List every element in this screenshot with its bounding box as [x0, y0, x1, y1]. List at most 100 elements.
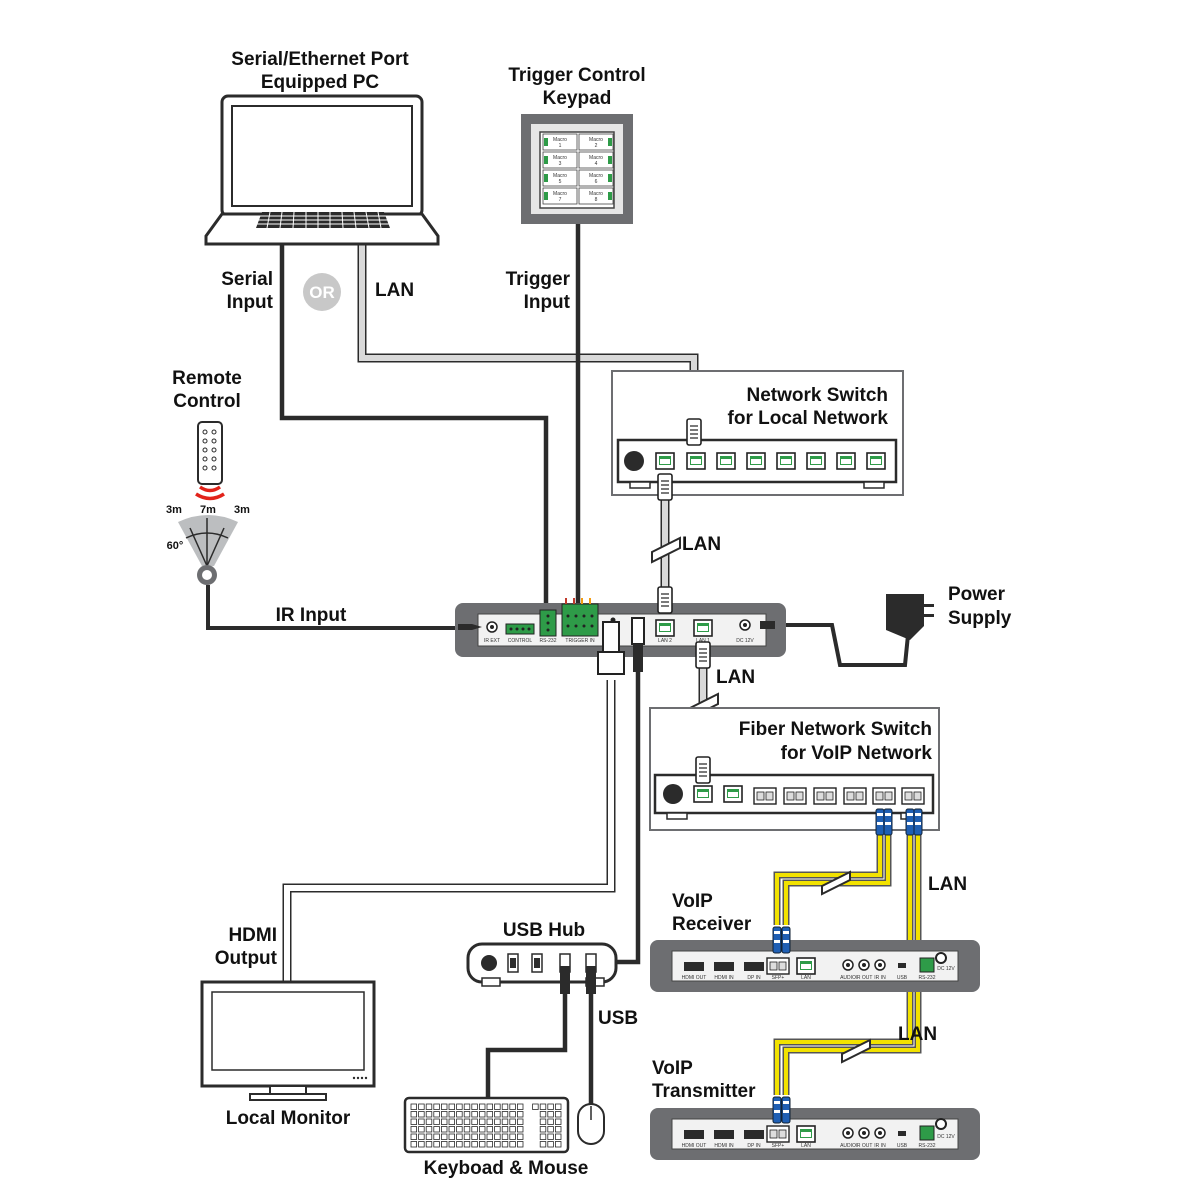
keyboard-key — [494, 1126, 501, 1133]
keyboard-key — [486, 1141, 493, 1148]
keyboard-key — [425, 1111, 433, 1118]
serial-input-label-2: Input — [227, 292, 274, 313]
keypad-button-label: Macro — [589, 137, 603, 143]
keyboard-key — [547, 1103, 554, 1110]
keyboard-key — [486, 1126, 493, 1133]
mouse-icon — [577, 1103, 605, 1145]
remote-label-line1: Remote — [172, 368, 242, 389]
keyboard-key — [456, 1118, 463, 1125]
local-switch-label-1: Network Switch — [747, 385, 888, 406]
remote-label-line2: Control — [173, 391, 241, 412]
lan-unit-fiber-label: LAN — [716, 667, 755, 688]
keyboard-key — [410, 1103, 417, 1110]
keyboard-key — [471, 1111, 478, 1118]
voip-rx-label-2: Receiver — [672, 914, 752, 935]
keyboard-key — [410, 1126, 417, 1133]
keyboard-key — [555, 1118, 562, 1125]
keyboard-key — [448, 1126, 455, 1133]
keypad-label-line1: Trigger Control — [508, 65, 645, 86]
keyboard-key — [456, 1133, 463, 1140]
keyboard-key — [456, 1111, 463, 1118]
power-label-2: Supply — [948, 608, 1012, 629]
rx-label-dc: DC 12V — [937, 966, 955, 972]
range-left-label: 3m — [166, 504, 182, 516]
keyboard-key — [425, 1118, 433, 1125]
keyboard-key — [463, 1141, 471, 1148]
lan-plug-fiber-switch — [695, 756, 711, 784]
port-label-dc: DC 12V — [736, 638, 754, 644]
keyboard-key — [486, 1103, 493, 1110]
lan-plug-switch-top — [686, 418, 702, 446]
keyboard-key — [440, 1103, 448, 1110]
keyboard-key — [478, 1133, 486, 1140]
port-label-rs232: RS-232 — [540, 638, 557, 644]
keyboard-key — [463, 1133, 471, 1140]
keyboard-key — [456, 1126, 463, 1133]
lan-pc-label: LAN — [375, 280, 414, 301]
ir-plug — [458, 624, 482, 630]
keypad-button-label: Macro — [553, 155, 567, 161]
keypad-button-number: 2 — [595, 143, 598, 149]
keyboard-key — [501, 1126, 509, 1133]
keyboard-key — [547, 1126, 554, 1133]
rx-label-ir-out: IR OUT — [856, 975, 873, 981]
keyboard-key — [555, 1103, 562, 1110]
angle-label: 60° — [167, 540, 184, 552]
keyboard-key — [486, 1111, 493, 1118]
keypad-button-number: 6 — [595, 179, 598, 185]
keyboard-key — [418, 1141, 425, 1148]
keyboard-key — [463, 1126, 471, 1133]
keyboard-key — [494, 1118, 501, 1125]
keyboard-key — [509, 1118, 516, 1125]
keyboard-key — [448, 1141, 455, 1148]
trigger-input-label-1: Trigger — [506, 269, 571, 290]
fiber-switch-label-1: Fiber Network Switch — [739, 719, 932, 740]
rx-label-lan: LAN — [801, 975, 811, 981]
keyboard-key — [486, 1118, 493, 1125]
lan-plug-unit-lan2 — [657, 586, 673, 614]
rx-label-dp-in: DP IN — [747, 975, 761, 981]
keyboard-key — [494, 1111, 501, 1118]
keyboard-key — [440, 1126, 448, 1133]
keyboard-key — [463, 1103, 471, 1110]
or-label: OR — [309, 283, 335, 302]
lan2-port — [655, 619, 675, 637]
main-unit: IR EXT CONTROL RS-232 TRIGGER IN LAN 2 L… — [455, 598, 786, 657]
keyboard-key — [463, 1118, 471, 1125]
serial-cable — [279, 245, 549, 612]
ir-ext-port — [486, 621, 498, 633]
keyboard-key — [539, 1103, 547, 1110]
keypad-button-number: 4 — [595, 161, 598, 167]
keyboard-key — [433, 1126, 440, 1133]
ir-input-label: IR Input — [276, 605, 347, 626]
dc-port — [739, 619, 751, 631]
keyboard-key — [456, 1103, 463, 1110]
tx-label-hdmi-in: HDMI IN — [714, 1143, 734, 1149]
keyboard-key — [471, 1103, 478, 1110]
keyboard-key — [478, 1141, 486, 1148]
lan-plug-unit-lan1 — [695, 641, 711, 669]
keypad-icon: Macro1Macro2Macro3Macro4Macro5Macro6Macr… — [521, 114, 633, 224]
rx-label-sfp: SFP+ — [772, 975, 785, 981]
control-port — [505, 623, 535, 635]
lan-switch-unit-label: LAN — [682, 534, 721, 555]
rx-label-ir-in: IR IN — [874, 975, 886, 981]
keypad-button-label: Macro — [589, 191, 603, 197]
keyboard-mouse-label: Keyboad & Mouse — [424, 1158, 589, 1179]
keyboard-key — [418, 1133, 425, 1140]
keyboard-key — [509, 1103, 516, 1110]
lc-connectors-transmitter — [772, 1096, 791, 1124]
keyboard-key — [547, 1141, 554, 1148]
local-switch-label-2: for Local Network — [728, 408, 889, 429]
voip-tx-label-2: Transmitter — [652, 1081, 756, 1102]
keyboard-key — [471, 1118, 478, 1125]
voip-tx-label-1: VoIP — [652, 1058, 693, 1079]
